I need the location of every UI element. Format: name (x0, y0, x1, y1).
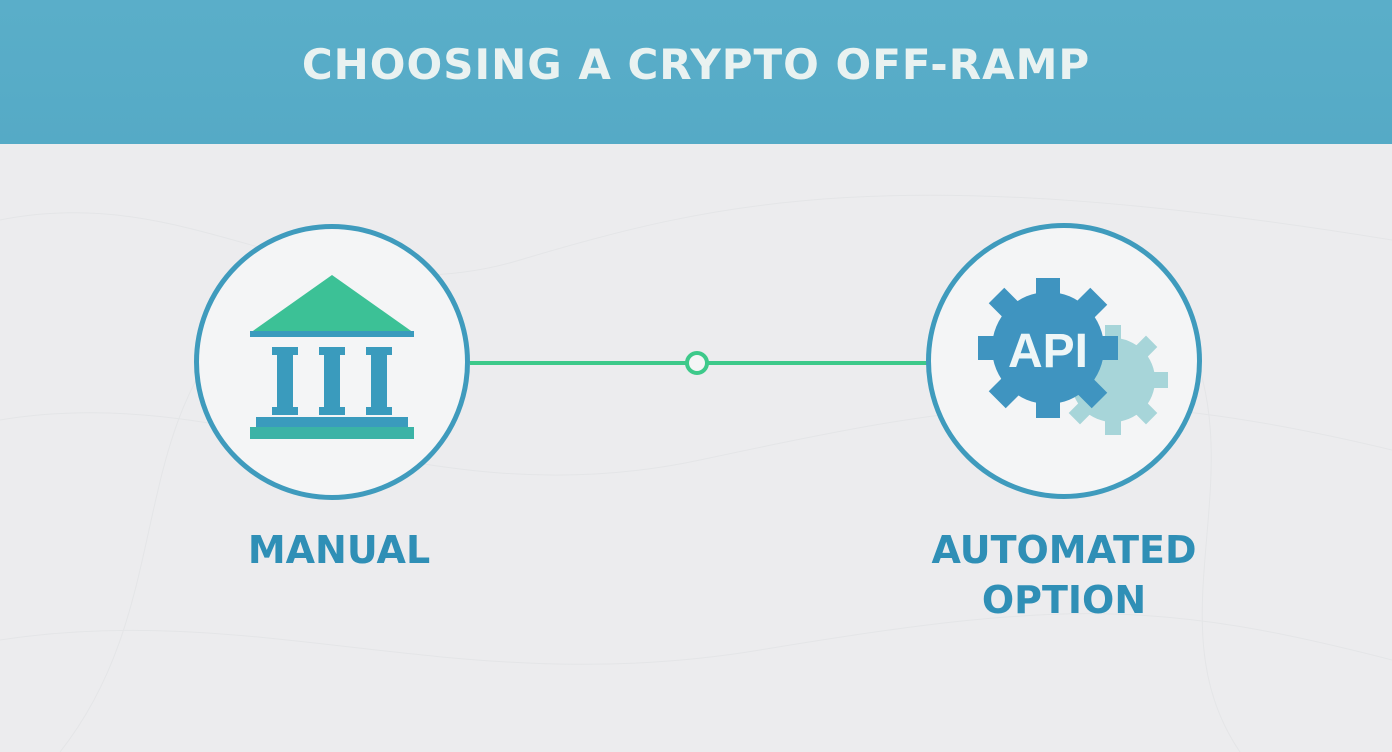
manual-option-circle[interactable] (194, 224, 470, 500)
api-icon-text: API (1008, 325, 1088, 378)
automated-option-circle[interactable]: API (926, 223, 1202, 499)
manual-option-label: MANUAL (247, 528, 431, 572)
title-banner: CHOOSING A CRYPTO OFF-RAMP (0, 0, 1392, 144)
automated-option-label: AUTOMATED OPTION (904, 525, 1224, 625)
api-gear-icon: API (978, 278, 1168, 435)
connector-midpoint (685, 351, 709, 375)
automated-option-label-line1: AUTOMATED (931, 528, 1197, 572)
page-title: CHOOSING A CRYPTO OFF-RAMP (301, 39, 1091, 89)
bank-building-icon (250, 275, 414, 439)
automated-option-label-line2: OPTION (981, 578, 1147, 622)
